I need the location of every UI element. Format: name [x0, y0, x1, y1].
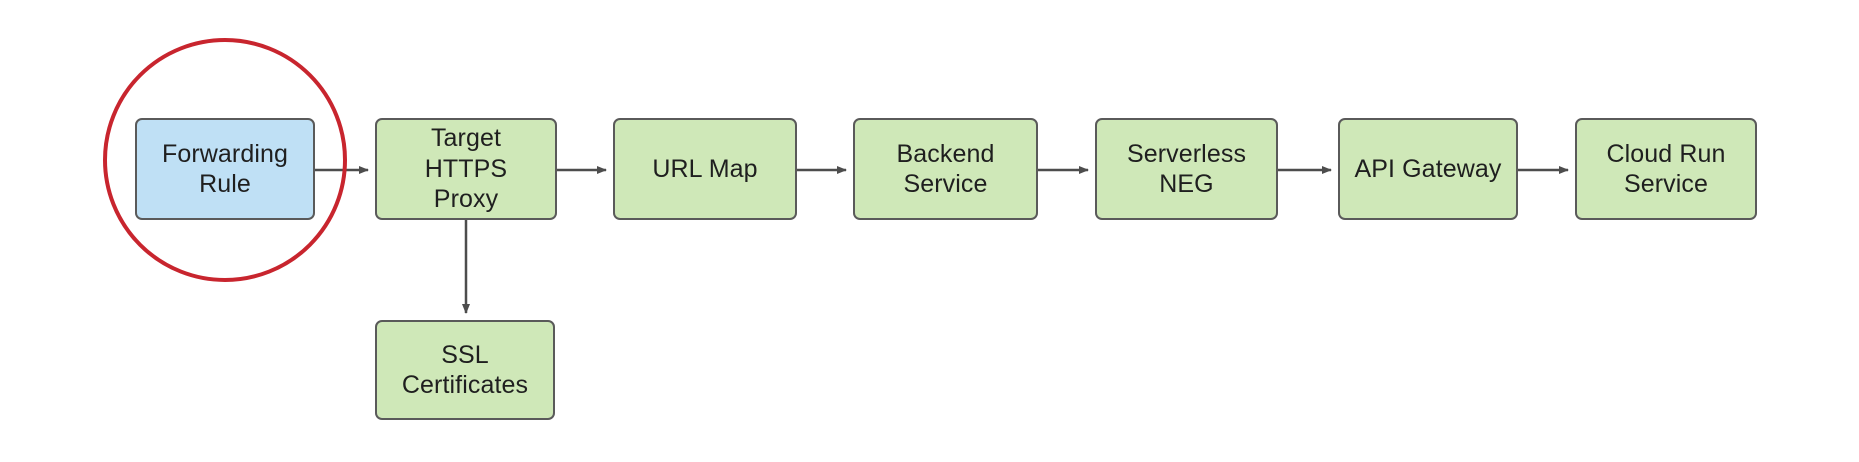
- node-backend-service[interactable]: Backend Service: [853, 118, 1038, 220]
- node-ssl-certificates[interactable]: SSL Certificates: [375, 320, 555, 420]
- node-api-gateway-label: API Gateway: [1354, 154, 1502, 183]
- node-serverless-neg[interactable]: Serverless NEG: [1095, 118, 1278, 220]
- node-cloud-run-service[interactable]: Cloud Run Service: [1575, 118, 1757, 220]
- node-serverless-neg-label: Serverless NEG: [1126, 139, 1247, 199]
- node-ssl-certificates-label: SSL Certificates: [401, 340, 529, 400]
- node-target-https-proxy-label: Target HTTPS Proxy: [424, 124, 508, 214]
- node-url-map[interactable]: URL Map: [613, 118, 797, 220]
- node-forwarding-rule[interactable]: Forwarding Rule: [135, 118, 315, 220]
- node-cloud-run-service-label: Cloud Run Service: [1606, 139, 1726, 199]
- node-api-gateway[interactable]: API Gateway: [1338, 118, 1518, 220]
- node-forwarding-rule-label: Forwarding Rule: [161, 139, 289, 199]
- node-target-https-proxy[interactable]: Target HTTPS Proxy: [375, 118, 557, 220]
- node-backend-service-label: Backend Service: [896, 139, 995, 199]
- node-url-map-label: URL Map: [652, 154, 758, 183]
